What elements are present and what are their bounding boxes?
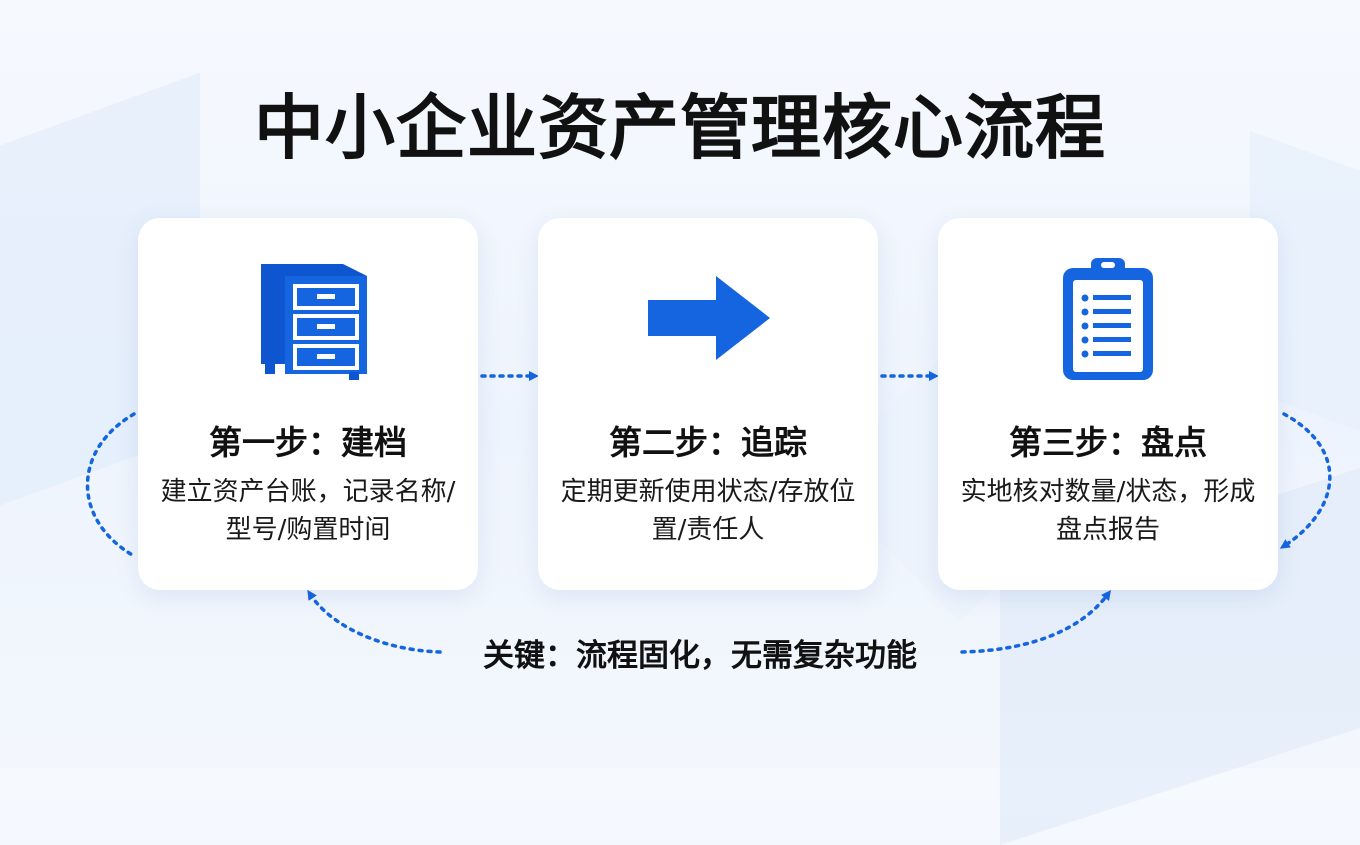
- step-description: 实地核对数量/状态，形成盘点报告: [960, 477, 1256, 545]
- loop-arc-right: [1279, 412, 1332, 549]
- step-description: 定期更新使用状态/存放位置/责任人: [560, 477, 856, 545]
- file-cabinet-icon: [138, 254, 478, 384]
- key-note: 关键：流程固化，无需复杂功能: [483, 638, 917, 674]
- step-card-1: 第一步：建档 建立资产台账，记录名称/型号/购置时间: [138, 218, 478, 590]
- step-description: 建立资产台账，记录名称/型号/购置时间: [160, 477, 456, 545]
- step-title: 第一步：建档: [209, 423, 407, 462]
- clipboard-checklist-icon: [938, 254, 1278, 384]
- right-arrow-icon: [538, 254, 878, 384]
- loop-arc-left: [85, 412, 136, 558]
- step-card-3: 第三步：盘点 实地核对数量/状态，形成盘点报告: [938, 218, 1278, 590]
- page-title: 中小企业资产管理核心流程: [254, 87, 1106, 169]
- step-card-2: 第二步：追踪 定期更新使用状态/存放位置/责任人: [538, 218, 878, 590]
- step-title: 第二步：追踪: [609, 423, 807, 462]
- step-title: 第三步：盘点: [1009, 423, 1207, 462]
